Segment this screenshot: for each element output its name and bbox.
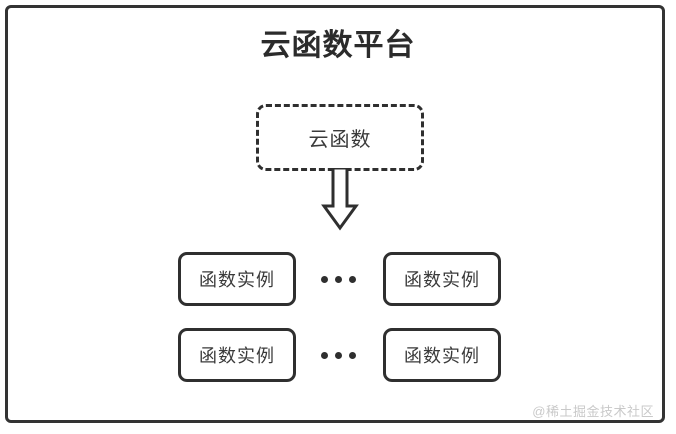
function-instance-label: 函数实例 bbox=[404, 346, 480, 366]
ellipsis-dot bbox=[320, 351, 328, 359]
function-instance-node: 函数实例 bbox=[178, 252, 296, 306]
function-instance-label: 函数实例 bbox=[404, 270, 480, 290]
instances-ellipsis bbox=[310, 345, 366, 365]
function-instance-label: 函数实例 bbox=[199, 346, 275, 366]
function-instance-node: 函数实例 bbox=[383, 328, 501, 382]
ellipsis-dot bbox=[334, 351, 342, 359]
arrow-down-icon bbox=[321, 168, 359, 231]
cloud-function-label: 云函数 bbox=[308, 129, 372, 151]
cloud-function-node: 云函数 bbox=[256, 104, 424, 171]
function-instance-label: 函数实例 bbox=[199, 270, 275, 290]
instances-ellipsis bbox=[310, 269, 366, 289]
function-instance-node: 函数实例 bbox=[178, 328, 296, 382]
ellipsis-dot bbox=[348, 275, 356, 283]
ellipsis-dot bbox=[334, 275, 342, 283]
function-instance-node: 函数实例 bbox=[383, 252, 501, 306]
ellipsis-dot bbox=[348, 351, 356, 359]
watermark: @稀土掘金技术社区 bbox=[532, 404, 654, 419]
ellipsis-dot bbox=[320, 275, 328, 283]
page-title: 云函数平台 bbox=[260, 29, 416, 62]
